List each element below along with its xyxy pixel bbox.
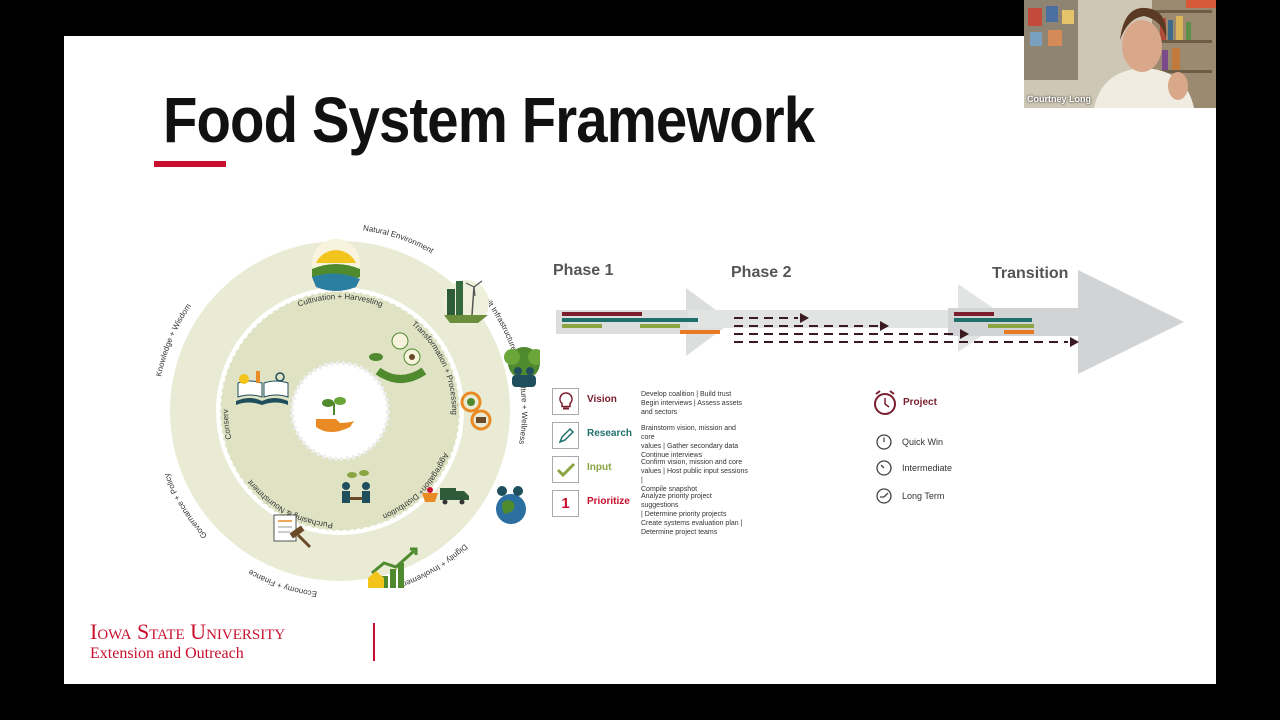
project-title: Project (903, 396, 937, 408)
phase-timeline (556, 270, 1184, 374)
hand-seedling-icon (316, 397, 354, 432)
project-item-intermediate: Intermediate (876, 460, 952, 476)
pencil-icon (552, 422, 579, 449)
legend-desc-research: Brainstorm vision, mission and core valu… (641, 425, 739, 459)
gavel-document-icon (273, 514, 312, 549)
checkmark-icon (552, 456, 579, 483)
legend-desc-vision: Develop coalition | Build trust Begin in… (641, 391, 743, 416)
center-circle (290, 361, 390, 461)
logo-main-text: Iowa State University (90, 619, 286, 644)
title-underline (154, 161, 226, 167)
lightbulb-icon (552, 388, 579, 415)
legend-row-input: Input Confirm vision, mission and core v… (552, 456, 751, 494)
phase-1-bars (562, 312, 720, 334)
project-item-label: Quick Win (902, 437, 944, 447)
globe-people-icon (496, 486, 526, 524)
delivery-truck-icon (422, 487, 469, 505)
legend-desc-prioritize: Analyze priority project suggestions | D… (641, 493, 743, 536)
phase-2-dashed-lines (734, 317, 1068, 343)
logo-sub-text: Extension and Outreach (90, 645, 244, 662)
legend-name-research: Research (587, 428, 633, 439)
project-header: Project (872, 388, 937, 416)
food-system-wheel: Natural Environment Built Infrastructure… (140, 211, 540, 599)
project-item-long-term: Long Term (876, 488, 944, 504)
participant-video-feed (1024, 0, 1216, 108)
clock-quick-win-icon (876, 434, 892, 450)
slide-title: Food System Framework (163, 84, 815, 156)
svg-text:Culture + Wellness: Culture + Wellness (517, 376, 529, 445)
university-logo: Iowa State University Extension and Outr… (90, 621, 285, 662)
legend-name-prioritize: Prioritize (587, 496, 630, 507)
clock-long-term-icon (876, 488, 892, 504)
transition-label: Transition (992, 265, 1069, 282)
legend-name-input: Input (587, 462, 612, 473)
phase-2-label: Phase 2 (731, 264, 792, 281)
project-item-label: Long Term (902, 491, 945, 501)
legend-row-vision: Vision Develop coalition | Build trust B… (552, 388, 751, 417)
open-book-ideas-icon (236, 371, 289, 405)
dashed-arrowheads (800, 313, 1079, 347)
logo-divider (373, 623, 375, 661)
project-item-quick-win: Quick Win (876, 434, 943, 450)
clock-intermediate-icon (876, 460, 892, 476)
fish-farm-icon (369, 332, 427, 383)
sun-landscape-icon (312, 239, 360, 291)
presentation-slide: Food System Framework Natural Environmen… (64, 36, 1216, 684)
number-one-icon: 1 (552, 490, 579, 517)
legend-row-prioritize: 1 Prioritize Analyze priority project su… (552, 490, 751, 537)
transition-bars (954, 312, 1034, 334)
legend-row-research: Research Brainstorm vision, mission and … (552, 422, 751, 460)
city-wind-turbine-icon (443, 280, 489, 326)
participant-name: Courtney Long (1027, 94, 1091, 104)
apple-processing-icon (460, 391, 492, 431)
community-tree-icon (504, 347, 540, 387)
alarm-clock-icon (874, 390, 896, 415)
people-dining-icon (342, 470, 370, 503)
legend-desc-input: Confirm vision, mission and core values … (641, 459, 748, 493)
phase-legend: Vision Develop coalition | Build trust B… (552, 386, 1192, 546)
phase-1-label: Phase 1 (553, 262, 614, 279)
house-growth-chart-icon (368, 547, 418, 588)
legend-name-vision: Vision (587, 394, 617, 405)
outer-label-culture-wellness: Culture + Wellness (517, 376, 529, 445)
project-item-label: Intermediate (902, 463, 953, 473)
participant-video-tile[interactable]: Courtney Long (1024, 0, 1216, 108)
